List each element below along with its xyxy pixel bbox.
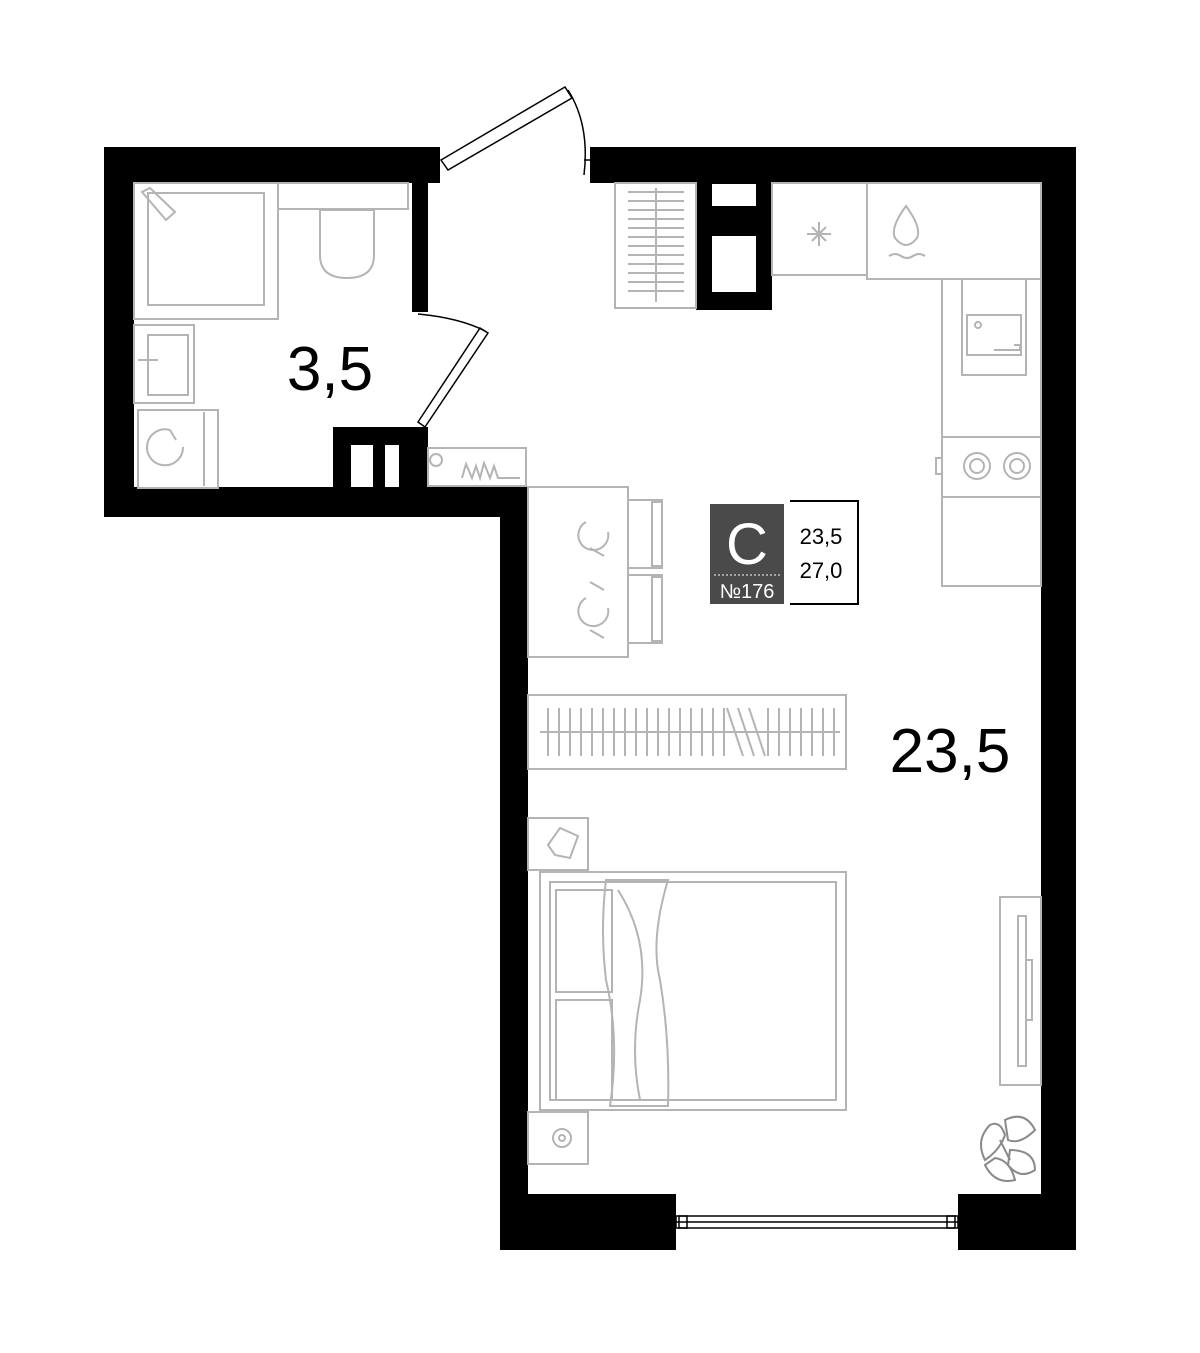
wall-bottom-right [958,1194,1076,1250]
wall-main-top [590,147,1076,183]
bed [539,871,847,1111]
plant-icon [980,1115,1037,1182]
wall-bath-right-upper [412,160,428,312]
sink-icon [133,324,195,404]
shower-head-icon [140,186,177,222]
kitchen-furniture [771,182,1042,587]
wardrobe-top [614,182,697,309]
total-area-value: 27,0 [800,558,843,583]
bathroom-furniture [133,182,409,489]
washing-machine-icon [137,409,219,489]
dining-furniture [527,486,663,658]
water-drop-icon [892,204,920,246]
window-bottom [675,1215,959,1229]
entry-furniture [427,447,527,487]
shaft-block [333,427,428,489]
shoe-shelf [427,447,527,487]
bedroom-furniture [527,817,1042,1182]
entrance-door [439,85,574,171]
hanger-mark [726,707,744,757]
wall-corridor-left [500,487,528,1250]
shower-tray [133,182,279,320]
chair-1 [627,499,663,569]
chair-2 [627,574,663,644]
wardrobe-middle [527,694,847,770]
toilet-icon [319,209,375,280]
hanger-mark [748,707,766,757]
wall-main-right [1041,147,1076,1250]
walls [104,147,1076,1250]
main-room-area-label: 23,5 [890,717,1011,786]
wall-bottom-left [500,1194,676,1250]
apartment-number: №176 [720,581,775,603]
apartment-type-letter: С [726,512,768,577]
pillow-2 [555,999,613,1101]
badge-box [710,504,784,604]
kitchen-sink-icon [961,278,1027,376]
wall-bath-top [104,147,440,183]
living-area-value: 23,5 [800,524,843,549]
pillow-1 [555,889,613,993]
info-bracket [790,500,859,605]
doors [416,85,959,1229]
nightstand-bottom [527,1111,589,1165]
wall-bath-left [104,147,134,517]
apartment-badge: С №176 23,5 27,0 [710,500,859,605]
dining-table [527,486,629,658]
bathroom-area-label: 3,5 [287,335,373,404]
wall-bath-bottom [104,487,528,517]
bathroom-door [416,326,490,429]
nightstand-top [527,817,589,871]
tv-stand [999,896,1042,1086]
stove-icon [941,436,1042,498]
blanket [602,879,670,1107]
snowflake-icon [807,222,831,246]
hanger-mark [737,707,755,757]
